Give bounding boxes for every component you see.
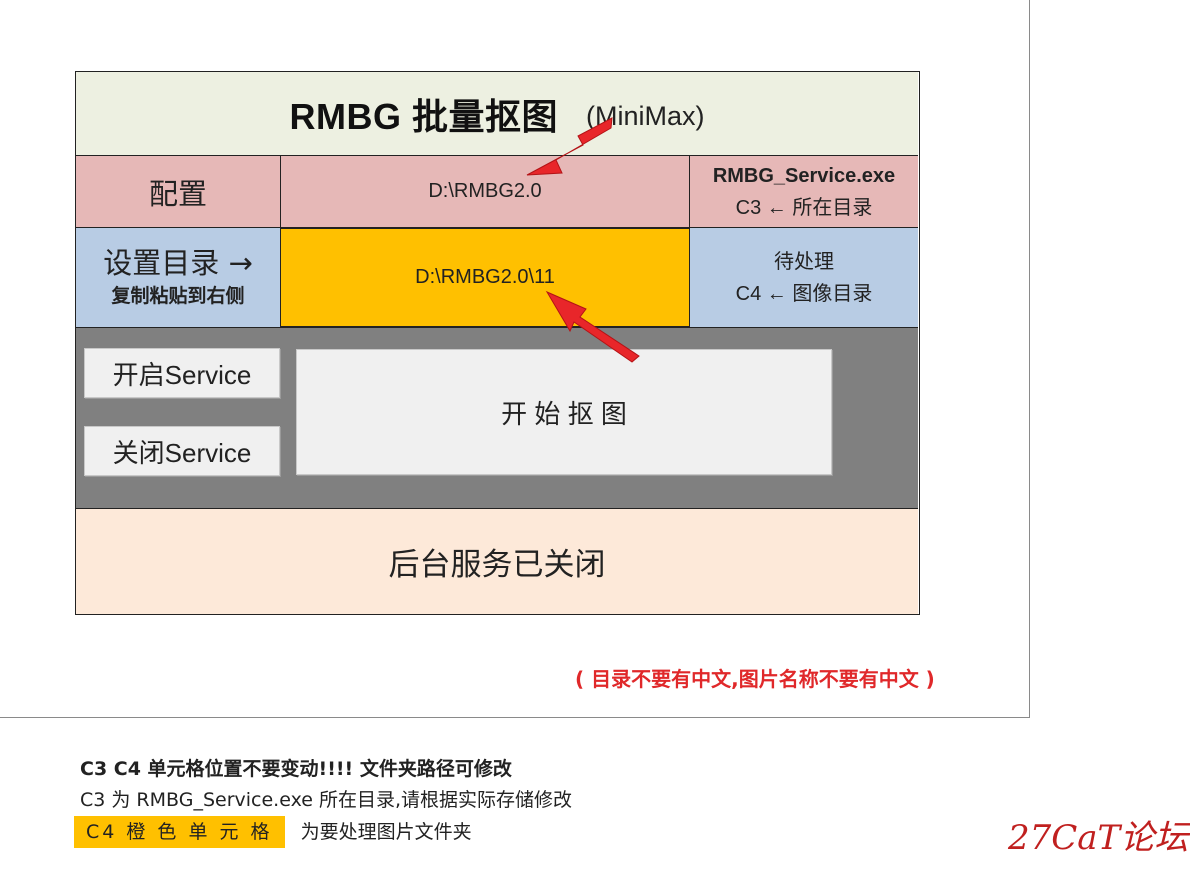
note-line-3-text: 为要处理图片文件夹 [300, 821, 472, 843]
service-status-cell: 后台服务已关闭 [76, 508, 918, 614]
panel-subtitle: (MiniMax) [586, 101, 705, 131]
image-info-cell: 待处理 C4 ← 图像目录 [690, 228, 918, 327]
note-line-3: C4 橙 色 单 元 格 为要处理图片文件夹 [74, 816, 572, 848]
start-matting-button[interactable]: 开 始 抠 图 [296, 349, 832, 475]
orange-cell-tag: C4 橙 色 单 元 格 [74, 816, 285, 848]
image-info-pending: 待处理 [774, 250, 834, 273]
panel-title-row: RMBG 批量抠图 (MiniMax) [76, 72, 918, 156]
start-matting-label: 开 始 抠 图 [501, 398, 627, 429]
config-info-exe: RMBG_Service.exe [712, 164, 896, 187]
setdir-label-cell: 设置目录 → 复制粘贴到右侧 [76, 228, 281, 327]
rmbg-panel: RMBG 批量抠图 (MiniMax) 配置 D:\RMBG2.0 RMBG_S… [75, 71, 920, 615]
note-line-1: C3 C4 单元格位置不要变动!!!! 文件夹路径可修改 [80, 758, 512, 780]
config-label: 配置 [148, 176, 207, 211]
usage-notes: C3 C4 单元格位置不要变动!!!! 文件夹路径可修改 C3 为 RMBG_S… [74, 754, 572, 848]
config-info-cell: RMBG_Service.exe C3 ← 所在目录 [690, 156, 918, 228]
start-service-button[interactable]: 开启Service [84, 348, 280, 398]
control-area: 开启Service 关闭Service 开 始 抠 图 [76, 327, 918, 508]
image-path-value: D:\RMBG2.0\11 [415, 266, 555, 288]
stop-service-label: 关闭Service [112, 437, 252, 468]
config-path-value: D:\RMBG2.0 [428, 180, 542, 202]
stop-service-button[interactable]: 关闭Service [84, 426, 280, 476]
start-service-label: 开启Service [112, 359, 252, 390]
forum-watermark: 27CaT论坛 [1008, 818, 1189, 858]
setdir-sublabel: 复制粘贴到右侧 [111, 284, 245, 307]
image-path-cell-c4[interactable]: D:\RMBG2.0\11 [281, 228, 690, 327]
setdir-label: 设置目录 → [103, 245, 253, 280]
panel-title: RMBG 批量抠图 [289, 95, 558, 137]
note-line-2: C3 为 RMBG_Service.exe 所在目录,请根据实际存储修改 [80, 789, 572, 811]
config-info-hint: C3 ← 所在目录 [735, 196, 873, 219]
config-label-cell: 配置 [76, 156, 281, 228]
chinese-path-warning: ( 目录不要有中文,图片名称不要有中文 ) [575, 667, 935, 691]
config-path-cell-c3[interactable]: D:\RMBG2.0 [281, 156, 690, 228]
image-info-hint: C4 ← 图像目录 [735, 282, 873, 305]
service-status-text: 后台服务已关闭 [388, 547, 606, 583]
